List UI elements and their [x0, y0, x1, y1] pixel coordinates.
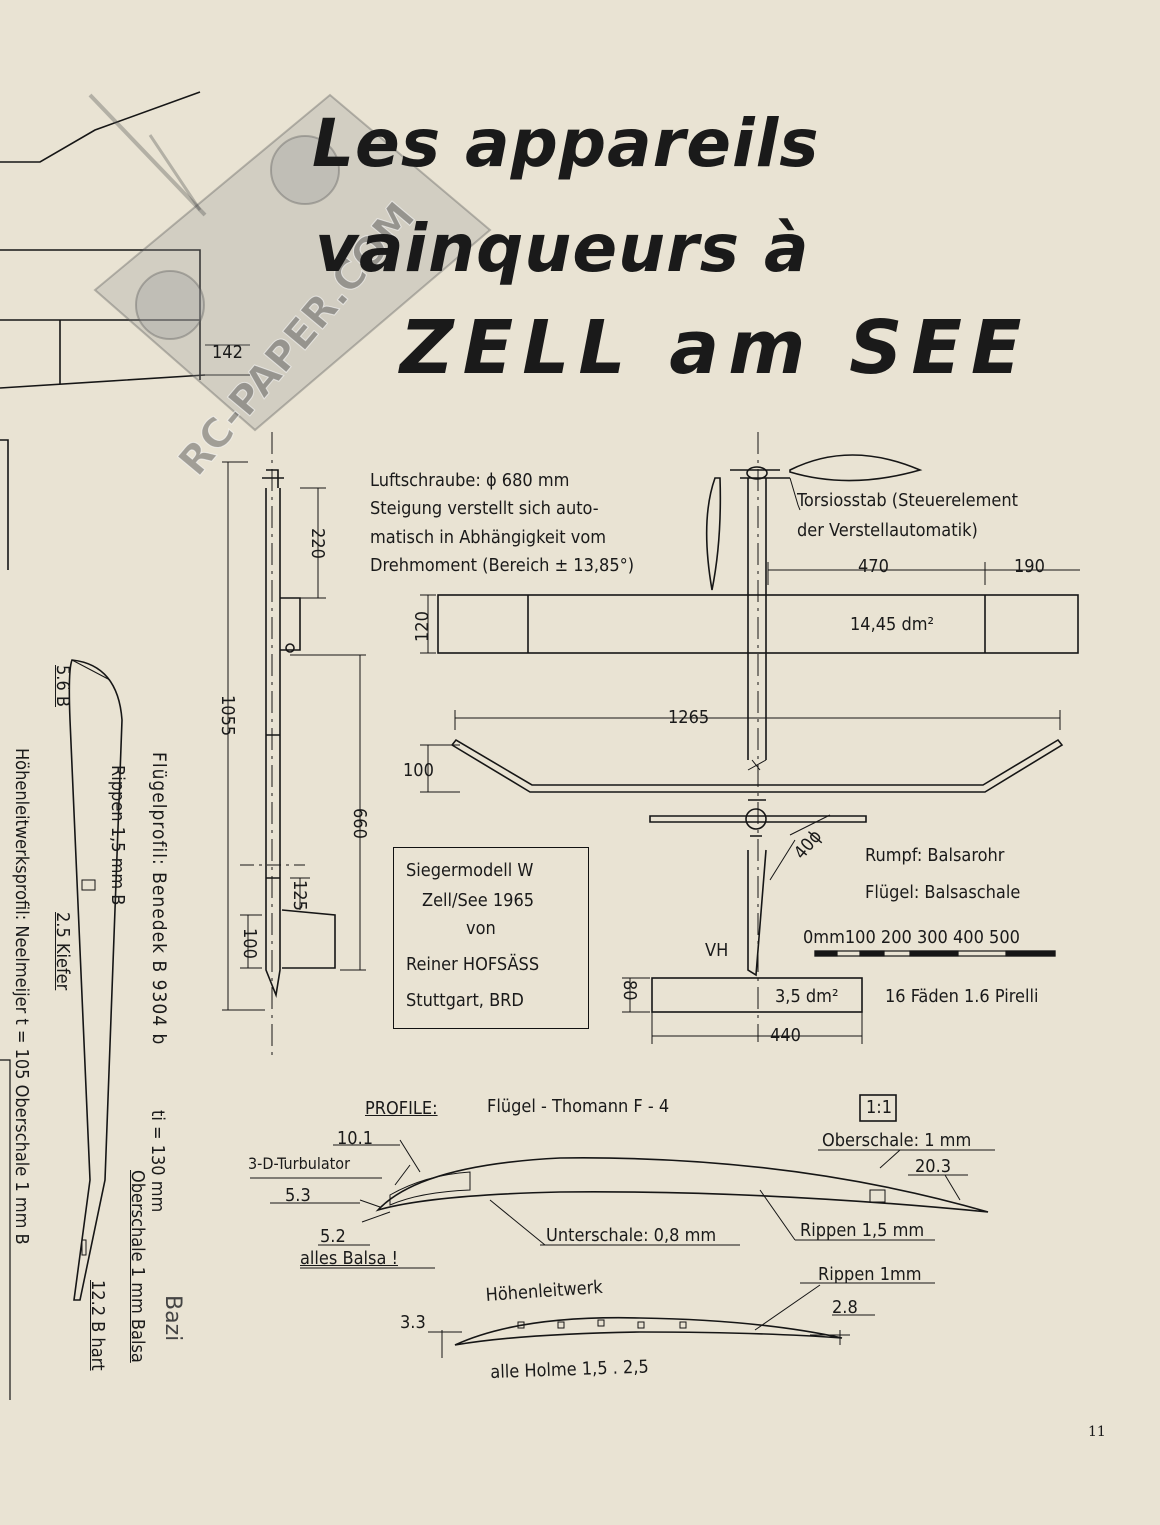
- dim-440: 440: [770, 1025, 801, 1046]
- profile-alles-balsa: alles Balsa !: [300, 1248, 398, 1269]
- profile-scale: 1:1: [866, 1097, 893, 1118]
- winner-line-2: Zell/See 1965: [422, 890, 535, 911]
- winner-line-1: Siegermodell W: [406, 860, 534, 881]
- title-line-2: vainqueurs à: [315, 210, 810, 287]
- dim-220: 220: [307, 528, 328, 559]
- profile-turbulator: 3-D-Turbulator: [248, 1154, 351, 1173]
- dim-vh: VH: [705, 940, 729, 961]
- profile-oberschale: Oberschale: 1 mm: [822, 1130, 972, 1151]
- dim-100-tail: 100: [239, 928, 260, 959]
- scale-label: 0mm100 200 300 400 500: [803, 927, 1020, 948]
- profile-5-3: 5.3: [285, 1185, 311, 1206]
- left-oberschale-balsa: Oberschale 1 mm Balsa: [127, 1170, 148, 1363]
- prop-note-line-2: Steigung verstellt sich auto-: [370, 498, 599, 519]
- winner-line-4: Reiner HOFSÄSS: [406, 954, 540, 975]
- scale-bar: [814, 950, 1056, 957]
- page-number: 11: [1088, 1424, 1106, 1440]
- dim-142: 142: [212, 342, 243, 363]
- left-fluegelprofil: Flügelprofil: Benedek B 9304 b: [148, 752, 170, 1046]
- dim-660: 660: [349, 808, 370, 839]
- dim-125: 125: [289, 880, 310, 911]
- left-vertical-airfoil: [0, 659, 123, 1400]
- profile-10-1: 10.1: [337, 1128, 374, 1149]
- stabilizer-profile: [428, 1282, 935, 1358]
- stab-area: 3,5 dm²: [775, 986, 839, 1007]
- dim-100: 100: [403, 760, 434, 781]
- rubber-note: 16 Fäden 1.6 Pirelli: [885, 986, 1039, 1007]
- top-view-model: [420, 432, 1080, 1044]
- profile-20-3: 20.3: [915, 1156, 952, 1177]
- dim-80: 80: [619, 980, 640, 1001]
- left-12-2b: 12.2 B hart: [87, 1280, 108, 1371]
- dim-1055: 1055: [217, 695, 238, 737]
- dim-120: 120: [412, 611, 433, 642]
- left-rippen: Rippen 1,5 mm B: [107, 765, 128, 906]
- stab-profile-3-3: 3.3: [400, 1312, 426, 1333]
- left-edge-wing-outline: [0, 91, 201, 163]
- winner-line-3: von: [466, 918, 496, 939]
- material-fluegel: Flügel: Balsaschale: [865, 882, 1021, 903]
- title-line-3: ZELL am SEE: [400, 305, 1031, 391]
- dim-190: 190: [1014, 556, 1045, 577]
- profile-heading: PROFILE:: [365, 1098, 438, 1119]
- profile-subtitle: Flügel - Thomann F - 4: [487, 1096, 670, 1117]
- winner-line-5: Stuttgart, BRD: [406, 990, 524, 1011]
- side-view-fuselage: [222, 432, 366, 1055]
- wing-profile-f4: [250, 1094, 995, 1269]
- prop-note-line-4: Drehmoment (Bereich ± 13,85°): [370, 555, 635, 576]
- profile-rippen: Rippen 1,5 mm: [800, 1220, 925, 1241]
- stab-profile-rippen: Rippen 1mm: [818, 1264, 922, 1285]
- transmitter-watermark: [88, 93, 492, 432]
- left-bazi: Bazi: [160, 1295, 185, 1342]
- profile-5-2: 5.2: [320, 1226, 346, 1247]
- title-line-1: Les appareils: [312, 105, 820, 182]
- profile-unterschale: Unterschale: 0,8 mm: [546, 1225, 717, 1246]
- stab-profile-2-8: 2.8: [832, 1297, 858, 1318]
- left-5-6b: 5.6 B: [52, 665, 73, 707]
- prop-note-line-3: matisch in Abhängigkeit vom: [370, 527, 607, 548]
- left-kiefer: 2.5 Kiefer: [52, 912, 73, 991]
- dim-1265: 1265: [668, 707, 710, 728]
- winner-box: Siegermodell W Zell/See 1965 von Reiner …: [393, 847, 589, 1029]
- material-rumpf: Rumpf: Balsarohr: [865, 845, 1005, 866]
- torsion-note-line-1: Torsiosstab (Steuerelement: [797, 490, 1018, 511]
- torsion-note-line-2: der Verstellautomatik): [797, 520, 978, 541]
- wing-area: 14,45 dm²: [850, 614, 935, 635]
- dim-470: 470: [858, 556, 889, 577]
- left-ti: ti = 130 mm: [147, 1110, 168, 1213]
- prop-note-line-1: Luftschraube: ϕ 680 mm: [370, 470, 570, 491]
- left-hoehenleitwerksprofil: Höhenleitwerksprofil: Neelmeijer t = 105…: [11, 748, 32, 1245]
